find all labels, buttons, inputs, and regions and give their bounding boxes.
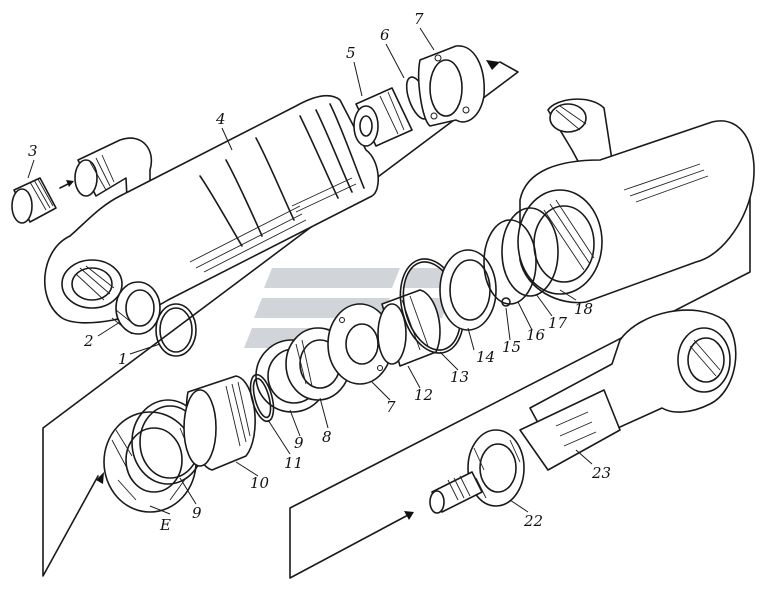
callout-3: 3 (28, 142, 38, 160)
callout-7-top: 7 (414, 10, 424, 28)
callout-13: 13 (450, 368, 469, 386)
right-cylinder-head (517, 98, 755, 304)
callout-16: 16 (526, 326, 546, 344)
callout-14: 14 (476, 348, 495, 366)
callout-9-mid: 9 (294, 434, 304, 452)
callout-1: 1 (118, 350, 128, 368)
part-23-rod (519, 309, 737, 471)
callout-12: 12 (414, 386, 433, 404)
callout-23: 23 (591, 464, 611, 482)
callout-10: 10 (250, 474, 270, 492)
callout-5: 5 (346, 44, 356, 62)
part-e-seal (103, 411, 197, 513)
callout-9-bottom: 9 (192, 504, 202, 522)
rod-threaded-end (429, 471, 483, 514)
callout-11: 11 (284, 454, 303, 472)
part-22-seal (467, 429, 525, 507)
arrow-head-bottom (404, 511, 414, 520)
flow-line-left (42, 61, 519, 577)
arrow-head-top (486, 60, 500, 70)
part-4-cylinder-body (43, 94, 379, 324)
part-5-guide (353, 87, 413, 147)
callout-17: 17 (548, 314, 568, 332)
callout-labels: 3 4 5 6 7 2 1 9 8 7 12 13 14 15 16 17 18… (28, 10, 611, 534)
callout-2: 2 (83, 332, 94, 350)
callout-e: E (159, 516, 171, 534)
callout-6: 6 (380, 26, 390, 44)
callout-18: 18 (574, 300, 593, 318)
part-7-flange-top (417, 45, 485, 127)
arrow-head-left (96, 472, 104, 484)
part-2-bushing (111, 281, 161, 335)
callout-15: 15 (502, 338, 521, 356)
leader-lines (27, 27, 593, 515)
callout-8: 8 (322, 428, 332, 446)
callout-22: 22 (523, 512, 543, 530)
part-1-circlip (155, 303, 197, 357)
part-17-ring (501, 207, 559, 297)
callout-7-mid: 7 (386, 398, 396, 416)
callout-4: 4 (215, 110, 226, 128)
part-3-cap (11, 177, 74, 224)
part-10-gland (183, 375, 256, 471)
part-14-ring (439, 249, 497, 331)
